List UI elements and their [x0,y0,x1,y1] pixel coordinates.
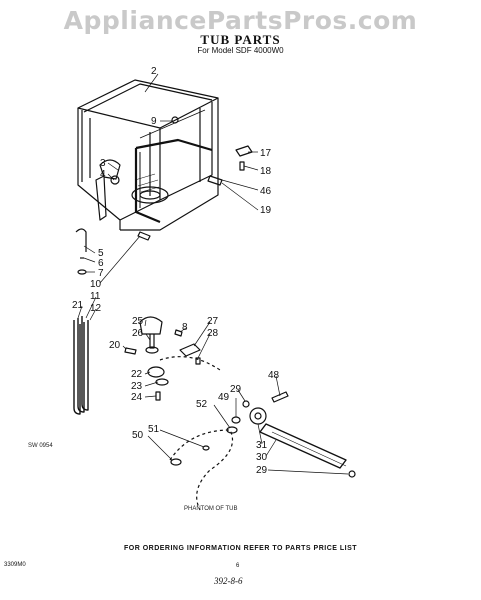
callout-29-lower: 29 [256,465,268,476]
page-number: 6 [236,563,240,569]
callout-48: 48 [268,370,280,381]
callout-26: 26 [132,328,144,339]
callout-12: 12 [90,303,102,314]
callout-10: 10 [90,279,102,290]
callout-30: 30 [256,452,268,463]
watermark: AppliancePartsPros.com [63,6,418,35]
ordering-note: FOR ORDERING INFORMATION REFER TO PARTS … [123,545,358,552]
callout-5: 5 [98,248,104,259]
callout-19: 19 [260,205,272,216]
callout-7: 7 [98,268,104,279]
callout-31: 31 [256,440,268,451]
callout-52: 52 [196,399,208,410]
callout-22: 22 [131,369,143,380]
callout-23: 23 [131,381,143,392]
callout-3: 3 [100,158,106,169]
callout-11: 11 [90,291,101,302]
bottom-code: 3309M0 [4,562,26,568]
callout-labels: 2 9 17 18 46 19 3 4 5 6 7 10 11 12 21 25… [28,66,280,512]
callout-9: 9 [151,116,157,127]
callout-25: 25 [132,316,144,327]
callout-20: 20 [109,340,121,351]
callout-8: 8 [182,322,188,333]
phantom-label: PHANTOM OF TUB [184,506,237,512]
callout-27: 27 [207,316,219,327]
model-subtitle: For Model SDF 4000W0 [197,46,284,55]
callout-4: 4 [100,169,106,180]
callout-21: 21 [72,300,84,311]
callout-46: 46 [260,186,272,197]
callout-18: 18 [260,166,272,177]
callout-6: 6 [98,258,104,269]
callout-28: 28 [207,328,219,339]
callout-50: 50 [132,430,144,441]
callout-29-upper: 29 [230,384,242,395]
page-title: TUB PARTS [200,32,281,47]
callout-17: 17 [260,148,272,159]
tub-assembly [73,73,356,511]
callout-51: 51 [148,424,160,435]
diagram-code: SW 0954 [28,443,53,449]
callout-2: 2 [151,66,157,77]
handwritten-note: 392-8-6 [214,576,243,586]
callout-49: 49 [218,392,230,403]
callout-24: 24 [131,392,143,403]
